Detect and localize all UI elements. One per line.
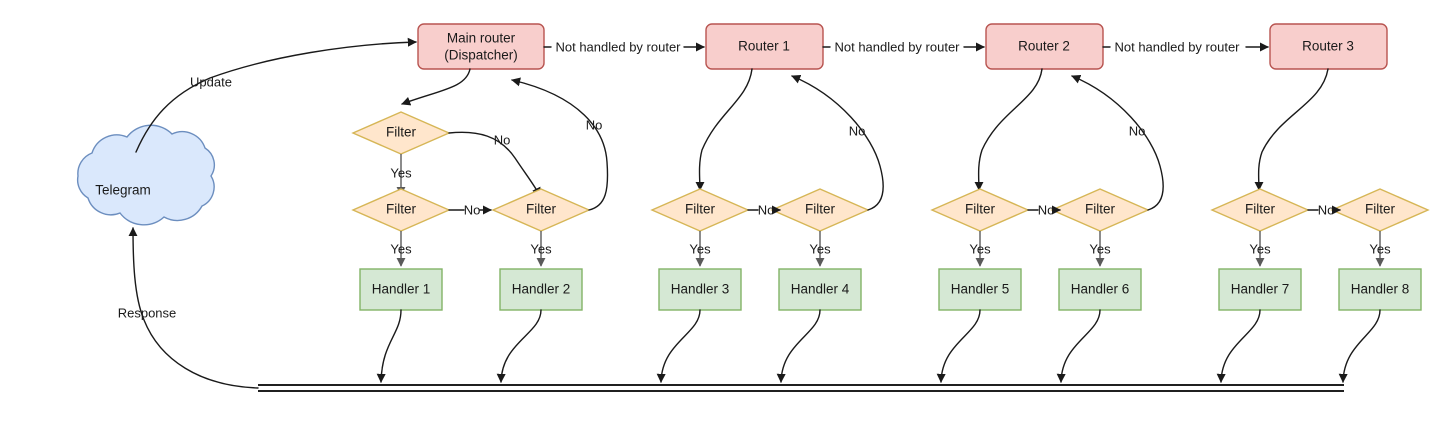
filter-node-4[interactable]: Filter <box>770 188 870 232</box>
filter-node-3[interactable]: Filter <box>650 188 750 232</box>
handler-handler-2-label: Handler 2 <box>512 282 571 297</box>
edge-label-yes-8: Yes <box>1369 241 1391 256</box>
filter-node-a[interactable]: Filter <box>351 111 451 155</box>
edge-handler2-to-collector <box>496 309 542 383</box>
edge-label-no-6: No <box>1129 123 1146 138</box>
edge-handler7-to-collector <box>1216 309 1261 383</box>
edge-handler3-to-collector <box>656 309 701 383</box>
edge-label-no-1: No <box>464 202 481 217</box>
handler-handler-2-box[interactable] <box>499 268 583 311</box>
edge-handler4-to-collector <box>776 309 821 383</box>
handler-handler-2[interactable]: Handler 2 <box>499 268 583 311</box>
router-router-2[interactable]: Router 2 <box>985 23 1104 70</box>
edge-label-yes-5: Yes <box>969 241 991 256</box>
router-main-router[interactable]: Main router (Dispatcher) <box>417 23 545 70</box>
edge-router2-to-filter5 <box>974 68 1043 191</box>
edge-label-no-a: No <box>494 132 511 147</box>
edge-router3-to-filter7 <box>1254 68 1329 191</box>
edge-label-response: Response <box>118 305 177 320</box>
edge-label-yes-4: Yes <box>809 241 831 256</box>
filter-node-8[interactable]: Filter <box>1330 188 1430 232</box>
edge-label-yes-2: Yes <box>530 241 552 256</box>
handler-handler-6-box[interactable] <box>1058 268 1142 311</box>
handler-handler-1[interactable]: Handler 1 <box>359 268 443 311</box>
router-router-1[interactable]: Router 1 <box>705 23 824 70</box>
router-main-router-label-line2: (Dispatcher) <box>444 48 518 63</box>
router-router-2-label: Router 2 <box>1018 39 1070 54</box>
cloud-shape <box>76 124 216 226</box>
handler-handler-1-box[interactable] <box>359 268 443 311</box>
filter-node-6[interactable]: Filter <box>1050 188 1150 232</box>
edge-label-not-handled-3: Not handled by router <box>1114 39 1240 54</box>
filter-node-2-label: Filter <box>526 202 557 217</box>
filter-node-8-label: Filter <box>1365 202 1396 217</box>
edge-label-no-5: No <box>1038 202 1055 217</box>
edge-router1-to-filter3 <box>695 68 753 191</box>
edge-filter2-no-to-mainrouter <box>511 77 609 211</box>
filter-node-5-label: Filter <box>965 202 996 217</box>
handler-handler-4[interactable]: Handler 4 <box>778 268 862 311</box>
filter-node-5[interactable]: Filter <box>930 188 1030 232</box>
edge-label-yes-a: Yes <box>390 165 412 180</box>
handler-handler-7[interactable]: Handler 7 <box>1218 268 1302 311</box>
router-router-3[interactable]: Router 3 <box>1269 23 1388 70</box>
edge-label-no-2: No <box>586 117 603 132</box>
handler-handler-3-box[interactable] <box>658 268 742 311</box>
filter-node-7-label: Filter <box>1245 202 1276 217</box>
collector-bar <box>258 384 1344 392</box>
handler-handler-6[interactable]: Handler 6 <box>1058 268 1142 311</box>
handler-handler-6-label: Handler 6 <box>1071 282 1130 297</box>
filter-node-7[interactable]: Filter <box>1210 188 1310 232</box>
filter-node-3-label: Filter <box>685 202 716 217</box>
edge-filter-a-no <box>448 131 541 197</box>
edge-mainrouter-to-filter-a <box>401 68 471 106</box>
handler-handler-5-label: Handler 5 <box>951 282 1010 297</box>
router-router-3-label: Router 3 <box>1302 39 1354 54</box>
filter-node-a-label: Filter <box>386 125 417 140</box>
edge-handler5-to-collector <box>936 309 981 383</box>
edge-label-yes-3: Yes <box>689 241 711 256</box>
edge-label-no-3: No <box>758 202 775 217</box>
edge-label-yes-1: Yes <box>390 241 412 256</box>
handler-handler-8-label: Handler 8 <box>1351 282 1410 297</box>
handler-handler-4-label: Handler 4 <box>791 282 850 297</box>
telegram-label: Telegram <box>95 183 151 198</box>
handler-handler-1-label: Handler 1 <box>372 282 431 297</box>
edge-handler8-to-collector <box>1338 309 1381 383</box>
edge-label-no-7: No <box>1318 202 1335 217</box>
filter-node-1[interactable]: Filter <box>351 188 451 232</box>
edge-label-not-handled-1: Not handled by router <box>555 39 681 54</box>
filter-node-4-label: Filter <box>805 202 836 217</box>
handler-handler-7-label: Handler 7 <box>1231 282 1290 297</box>
edge-response <box>128 227 259 389</box>
handler-handler-8-box[interactable] <box>1338 268 1422 311</box>
filter-node-2[interactable]: Filter <box>491 188 591 232</box>
edge-update <box>135 37 417 153</box>
router-router-1-label: Router 1 <box>738 39 790 54</box>
router-main-router-label-line1: Main router <box>447 31 516 46</box>
edge-label-update: Update <box>190 74 232 89</box>
telegram-cloud-node: Telegram <box>76 124 216 226</box>
handler-handler-5[interactable]: Handler 5 <box>938 268 1022 311</box>
edge-filter4-no-to-router1 <box>791 74 884 211</box>
filter-node-6-label: Filter <box>1085 202 1116 217</box>
edge-label-no-4: No <box>849 123 866 138</box>
handler-handler-3-label: Handler 3 <box>671 282 730 297</box>
handler-handler-8[interactable]: Handler 8 <box>1338 268 1422 311</box>
edge-handler6-to-collector <box>1056 309 1101 383</box>
edge-label-not-handled-2: Not handled by router <box>834 39 960 54</box>
handler-handler-3[interactable]: Handler 3 <box>658 268 742 311</box>
edge-filter6-no-to-router2 <box>1071 74 1164 211</box>
filter-node-1-label: Filter <box>386 202 417 217</box>
edge-label-yes-6: Yes <box>1089 241 1111 256</box>
edge-label-yes-7: Yes <box>1249 241 1271 256</box>
edge-handler1-to-collector <box>376 309 402 383</box>
